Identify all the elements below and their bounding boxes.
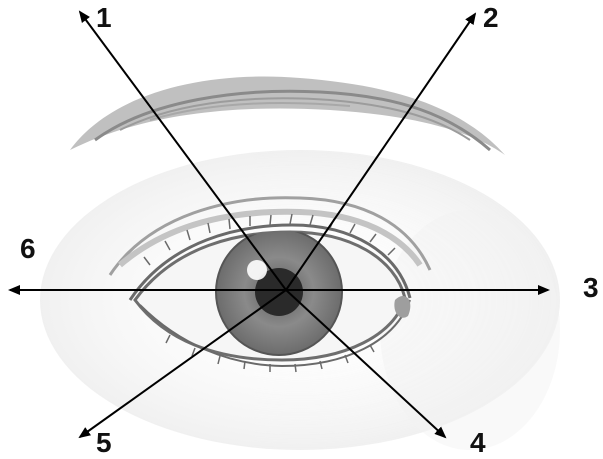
direction-label-4: 4: [470, 429, 486, 457]
eye-highlight: [247, 260, 267, 280]
direction-label-5: 5: [96, 429, 112, 457]
eyebrow: [70, 77, 505, 155]
direction-label-6: 6: [20, 235, 36, 263]
direction-label-3: 3: [583, 274, 599, 302]
direction-label-2: 2: [483, 4, 499, 32]
direction-label-1: 1: [96, 4, 112, 32]
